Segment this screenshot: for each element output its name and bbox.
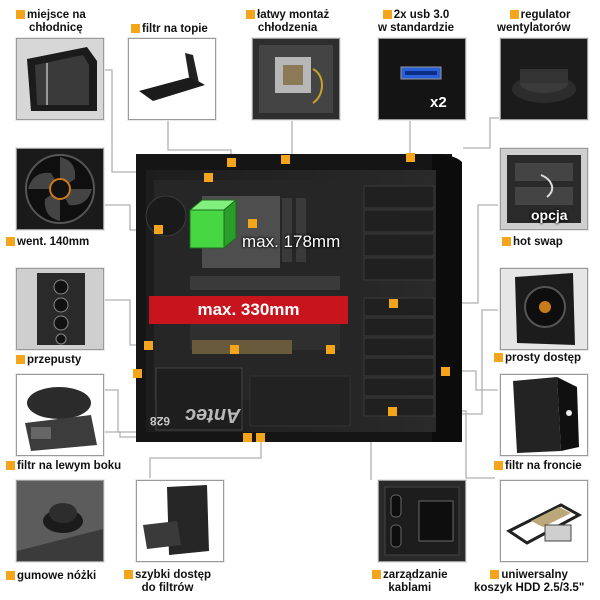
label-text: w standardzie [378,22,455,34]
marker [144,341,153,350]
label-text: gumowe nóżki [17,570,97,582]
marker [133,369,142,378]
label-text: filtr na lewym boku [17,460,122,472]
thumb-hot-swap [500,148,588,230]
marker [256,433,265,442]
label-text: koszyk HDD 2.5/3.5" [474,582,585,594]
label-rubber-feet: gumowe nóżki [6,570,96,583]
thumb-fan-controller [500,38,588,120]
marker-icon [124,570,133,579]
label-usb: 2x usb 3.0 w standardzie [378,9,454,35]
marker [281,155,290,164]
thumb-rubber-feet [16,480,104,562]
marker-icon [372,570,381,579]
label-text: 2x usb 3.0 [393,9,450,21]
marker-icon [382,10,392,19]
thumb-top-filter [128,38,216,120]
marker-icon [16,355,25,364]
label-text: prosty dostęp [505,352,582,364]
label-hot-swap: hot swap [502,236,563,249]
label-fan140: went. 140mm [6,236,89,249]
label-side-filter: filtr na lewym boku [6,460,121,473]
marker-icon [6,237,15,246]
marker [154,225,163,234]
cooler-height-cube [188,198,240,250]
marker-icon [494,353,503,362]
label-direct-access: prosty dostęp [494,352,581,365]
label-radiator: miejsce na chłodnicę [16,9,86,35]
label-text: filtr na topie [142,23,208,35]
marker [406,153,415,162]
label-easy-cooler: łatwy montaż chłodzenia [246,9,329,35]
thumb-radiator [16,38,104,120]
marker [227,158,236,167]
marker [248,219,257,228]
label-text: hot swap [513,236,563,248]
label-text: uniwersalny [501,569,568,581]
marker-icon [246,10,255,19]
label-text: przepusty [27,354,82,366]
marker [204,173,213,182]
label-text: chłodnicę [29,22,83,34]
label-cable-mgmt: zarządzanie kablami [372,569,448,595]
marker-icon [509,10,519,19]
marker-icon [490,570,500,579]
label-grommets: przepusty [16,354,81,367]
thumb-cable-mgmt [378,480,466,562]
marker [441,367,450,376]
label-text: filtr na froncie [505,460,582,472]
marker [388,407,397,416]
marker [389,299,398,308]
label-front-filter: filtr na froncie [494,460,582,473]
marker [243,433,252,442]
label-text: went. 140mm [17,236,90,248]
psu-brand: Antec [185,404,241,426]
cooler-height-text: max. 178mm [242,232,341,251]
label-text: zarządzanie [383,569,448,581]
option-note: opcja [531,207,568,223]
thumb-usb [378,38,466,120]
marker-icon [131,24,140,33]
label-text: kablami [388,582,432,594]
label-text: szybki dostęp [135,569,212,581]
thumb-front-filter [500,374,588,456]
label-hdd-cage: uniwersalny koszyk HDD 2.5/3.5" [474,569,584,595]
label-filter-access: szybki dostęp do filtrów [124,569,211,595]
thumb-grommets [16,268,104,350]
thumb-side-filter [16,374,104,456]
thumb-fan140 [16,148,104,230]
label-text: do filtrów [141,582,194,594]
marker [326,345,335,354]
label-top-filter: filtr na topie [131,23,208,36]
psu-model: 628 [150,414,171,428]
thumb-hdd-cage [500,480,588,562]
marker-icon [494,461,503,470]
thumb-direct-access [500,268,588,350]
marker [230,345,239,354]
marker-icon [16,10,25,19]
thumb-filter-access [136,480,224,562]
gpu-length-banner: max. 330mm [149,296,348,324]
thumb-cooler-mount [252,38,340,120]
label-text: łatwy montaż [257,9,330,21]
marker-icon [502,237,511,246]
marker-icon [6,461,15,470]
label-text: miejsce na [27,9,86,21]
label-fan-controller: regulator wentylatorów [497,9,570,35]
usb-count: x2 [430,94,447,111]
label-text: wentylatorów [497,22,571,34]
label-text: chłodzenia [257,22,318,34]
marker-icon [6,571,15,580]
label-text: regulator [520,9,571,21]
